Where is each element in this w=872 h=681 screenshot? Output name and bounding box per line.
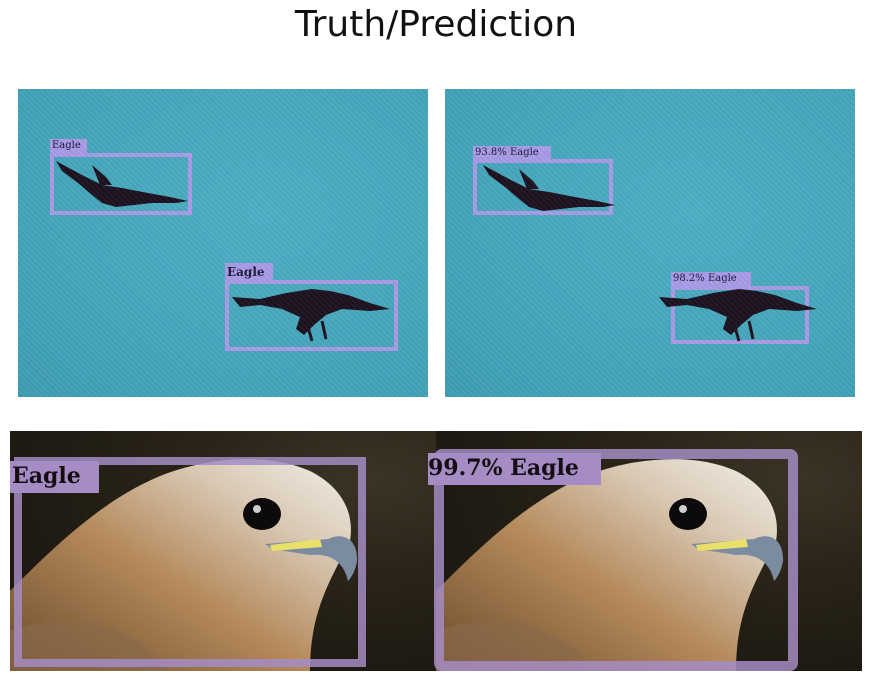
hawk-head-icon [10, 459, 358, 671]
truth-box-1 [50, 153, 192, 215]
flying-eagle-icon [483, 165, 615, 211]
flying-eagle-icon [56, 161, 188, 207]
prediction-label-2: 98.2% Eagle [671, 272, 751, 286]
truth-label-hawk: Eagle [10, 461, 99, 493]
truth-panel-top: Eagle Eagle [18, 89, 428, 397]
truth-box-2 [225, 280, 398, 351]
prediction-box-hawk [434, 449, 798, 671]
truth-label-1: Eagle [50, 139, 87, 153]
prediction-box-2 [671, 286, 809, 344]
truth-box-hawk [14, 457, 366, 667]
prediction-panel-top: 93.8% Eagle 98.2% Eagle [445, 89, 855, 397]
flying-eagle-icon [232, 289, 390, 342]
truth-label-2: Eagle [225, 263, 273, 281]
prediction-panel-bottom: 99.7% Eagle [428, 431, 862, 671]
truth-panel-bottom: Eagle [10, 431, 436, 671]
flying-eagle-icon [659, 289, 817, 342]
hawk-head-icon [436, 459, 784, 671]
prediction-box-1 [473, 159, 613, 215]
prediction-label-hawk: 99.7% Eagle [428, 453, 601, 485]
prediction-label-1: 93.8% Eagle [473, 146, 551, 160]
figure-title: Truth/Prediction [294, 4, 578, 45]
